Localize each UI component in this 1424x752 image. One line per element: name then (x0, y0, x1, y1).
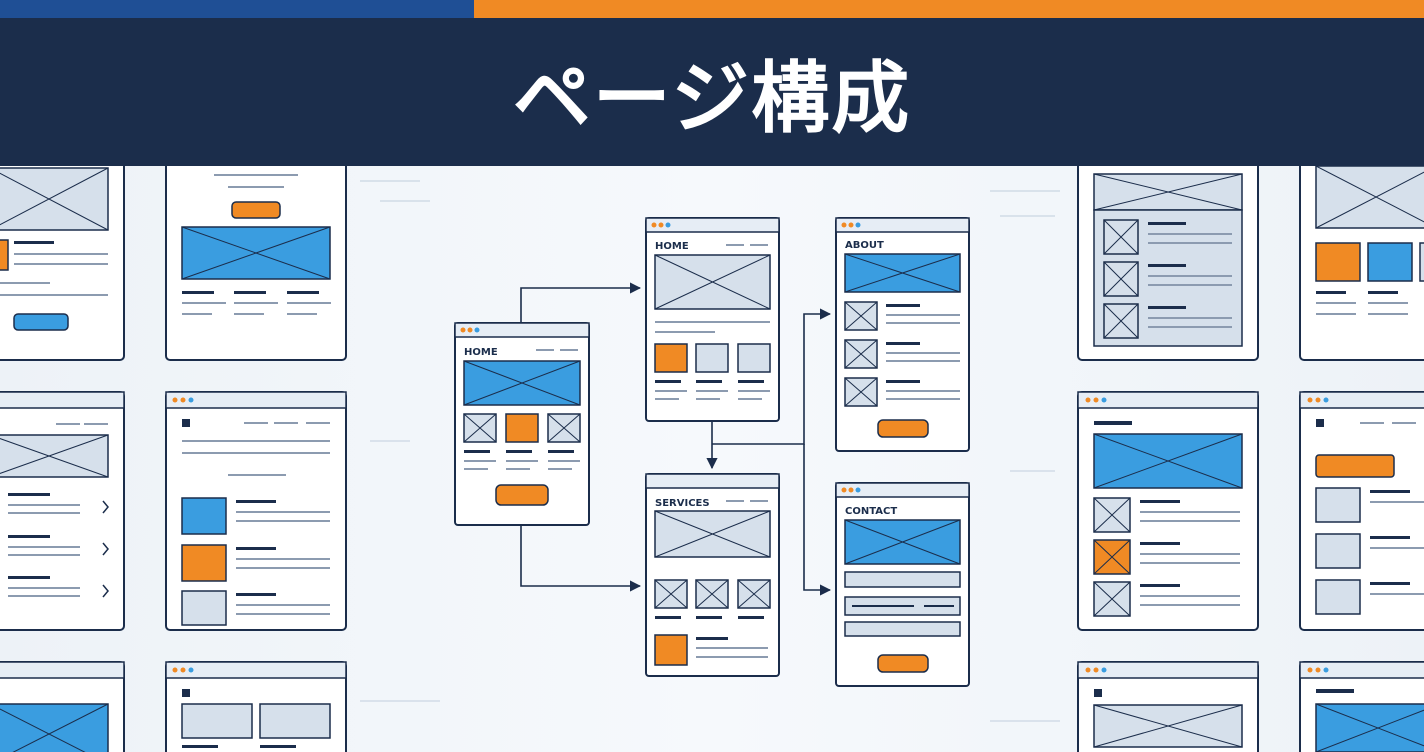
top-accent-orange (474, 0, 1424, 18)
wireframe-about: ABOUT (835, 217, 970, 452)
top-accent-blue (0, 0, 474, 18)
title-banner: ページ構成 (0, 18, 1424, 166)
contact-label: CONTACT (845, 506, 897, 517)
left-wireframe-1 (0, 166, 125, 361)
wireframe-services: SERVICES (645, 473, 780, 677)
sitemap-svg: HOME HOME (0, 166, 1424, 752)
about-label: ABOUT (845, 240, 884, 251)
left-wireframe-2 (165, 166, 347, 361)
left-wireframe-3 (0, 391, 125, 631)
home-label: HOME (655, 241, 689, 252)
sitemap-canvas: HOME HOME (0, 166, 1424, 752)
connector-home-to-about (712, 308, 832, 445)
right-wireframe-2 (1299, 166, 1424, 361)
root-home-label: HOME (464, 347, 498, 358)
right-wireframe-1 (1077, 166, 1259, 361)
background-texture (360, 180, 1060, 722)
right-wireframe-6 (1299, 661, 1424, 752)
connector-home-to-contact (803, 444, 832, 596)
left-wireframe-6 (165, 661, 347, 752)
right-wireframe-5 (1077, 661, 1259, 752)
right-wireframe-4 (1299, 391, 1424, 631)
connector-root-to-services (520, 526, 642, 592)
right-wireframe-3 (1077, 391, 1259, 631)
connector-root-to-home (520, 282, 642, 323)
left-wireframe-5 (0, 661, 125, 752)
wireframe-root-home: HOME (454, 322, 590, 526)
wireframe-contact: CONTACT (835, 482, 970, 687)
left-wireframe-4 (165, 391, 347, 631)
services-label: SERVICES (655, 498, 710, 509)
wireframe-home: HOME (645, 217, 780, 422)
page-title: ページ構成 (512, 54, 912, 144)
flow-connectors (520, 282, 832, 596)
